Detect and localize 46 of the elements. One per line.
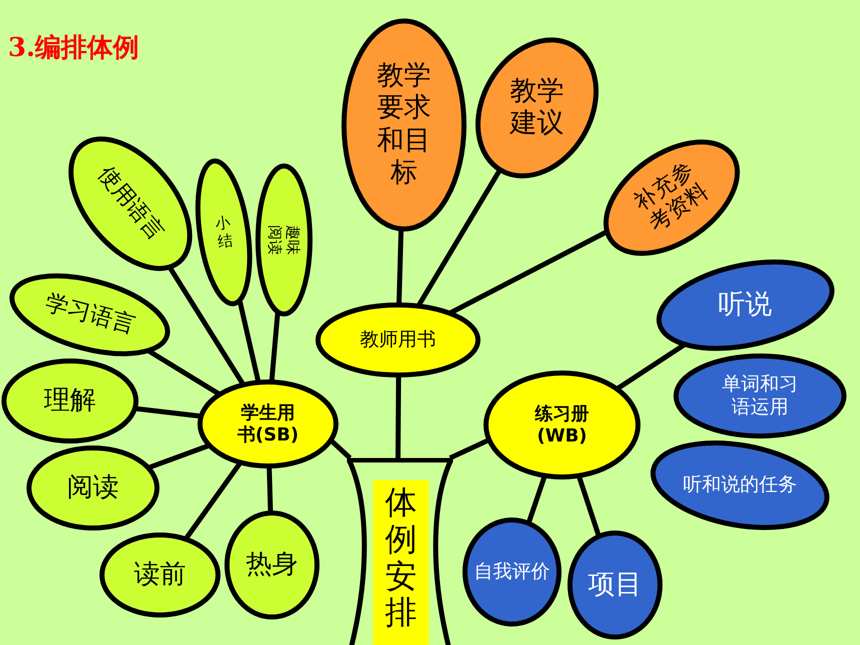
node-label: 听和说的任务 bbox=[682, 474, 798, 496]
book-ellipse bbox=[483, 370, 641, 480]
node-label: 阅读 bbox=[66, 472, 120, 504]
branch-line bbox=[526, 474, 548, 524]
node-label: 补充参考资料 bbox=[628, 156, 714, 240]
node-label: 教师用书 bbox=[359, 328, 437, 352]
trunk-label: 体例安排 bbox=[373, 480, 429, 645]
branch-line bbox=[147, 443, 210, 470]
section-ellipse bbox=[462, 517, 562, 627]
section-ellipse bbox=[26, 445, 160, 531]
branch-line bbox=[329, 438, 352, 460]
section-ellipse bbox=[673, 353, 847, 439]
node-label: 教学要求和目标 bbox=[376, 60, 432, 190]
node-label: 热身 bbox=[245, 549, 299, 581]
branch-line bbox=[266, 466, 274, 514]
node-label: 单词和习语运用 bbox=[721, 373, 799, 419]
node-label: 小结 bbox=[213, 212, 235, 252]
node-label: 项目 bbox=[587, 568, 643, 602]
node-label: 听说 bbox=[716, 288, 773, 322]
branch-line bbox=[396, 374, 402, 458]
node-label: 读前 bbox=[133, 559, 187, 591]
tree-trunk bbox=[345, 458, 455, 645]
node-label: 趣味阅读 bbox=[266, 224, 302, 257]
section-ellipse bbox=[567, 530, 663, 640]
book-ellipse bbox=[197, 379, 339, 469]
node-label: 练习册 (WB) bbox=[534, 403, 590, 447]
section-ellipse bbox=[99, 532, 221, 618]
branch-line bbox=[448, 438, 490, 460]
node-label: 使用语言 bbox=[92, 160, 170, 248]
node-label: 学习语言 bbox=[41, 288, 139, 341]
node-label: 学生用书(SB) bbox=[236, 402, 300, 446]
section-ellipse bbox=[341, 18, 467, 232]
branch-line bbox=[134, 406, 202, 419]
branch-line bbox=[269, 312, 280, 382]
section-ellipse bbox=[224, 510, 320, 620]
section-ellipse bbox=[255, 163, 313, 317]
node-label: 教学建议 bbox=[508, 76, 565, 140]
book-ellipse bbox=[315, 302, 481, 378]
branch-line bbox=[147, 348, 222, 397]
branch-line bbox=[237, 300, 261, 383]
slide-title: 3.编排体例 bbox=[8, 32, 140, 65]
section-ellipse bbox=[1, 358, 139, 444]
node-label: 自我评价 bbox=[473, 560, 551, 584]
branch-line bbox=[616, 342, 686, 392]
node-label: 理解 bbox=[43, 385, 97, 417]
branch-line bbox=[396, 228, 404, 306]
